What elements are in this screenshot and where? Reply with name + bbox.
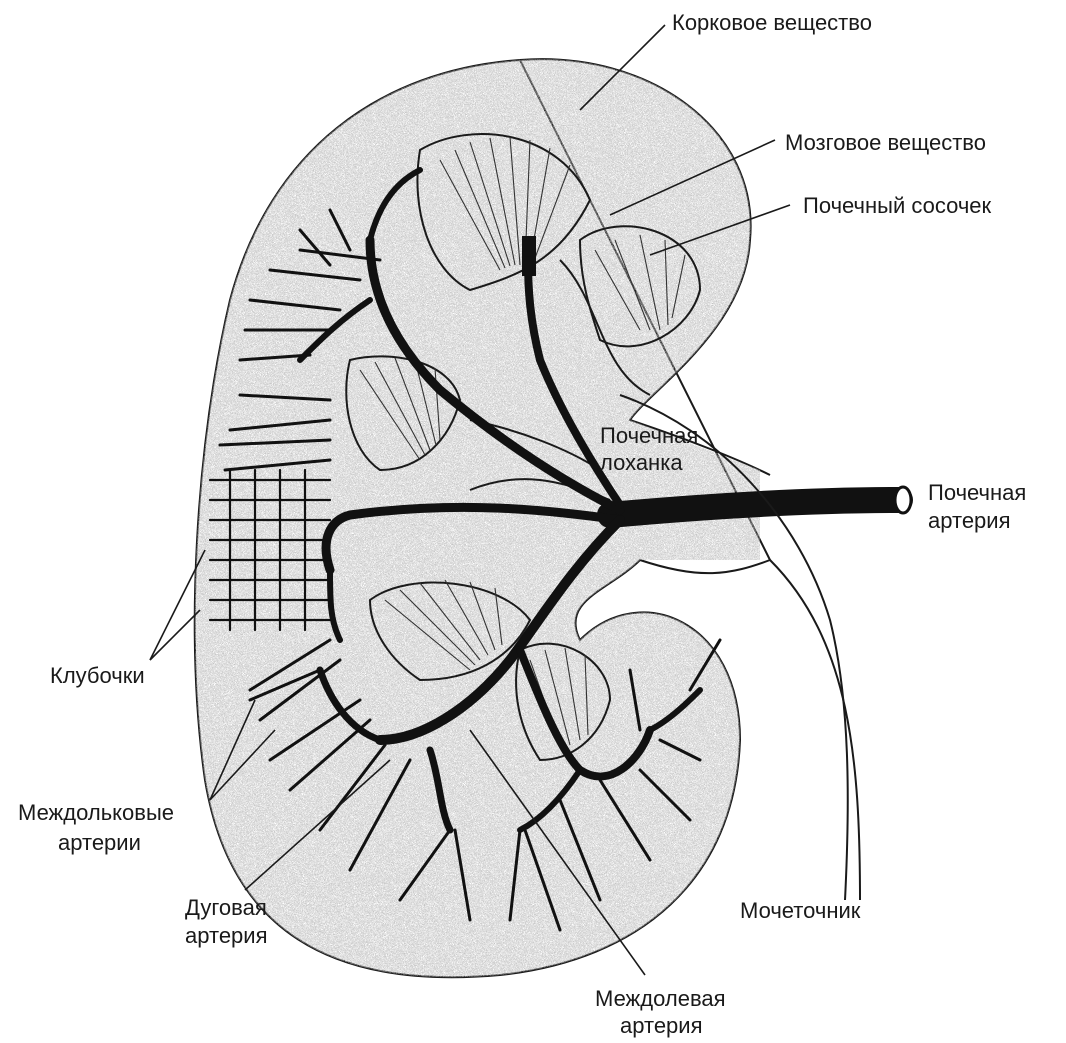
label-interlobular-line2: артерии (58, 830, 141, 855)
label-medulla: Мозговое вещество (785, 130, 986, 155)
label-renal-artery-line1: Почечная (928, 480, 1026, 505)
label-cortex: Корковое вещество (672, 10, 872, 35)
renal-artery-trunk (610, 500, 900, 515)
label-arcuate-line1: Дуговая (185, 895, 267, 920)
label-glomeruli: Клубочки (50, 663, 145, 688)
label-interlobular-line1: Междольковые (18, 800, 174, 825)
label-interlobar-line1: Междолевая (595, 986, 726, 1011)
label-papilla: Почечный сосочек (803, 193, 992, 218)
label-arcuate-line2: артерия (185, 923, 268, 948)
label-interlobar-line2: артерия (620, 1013, 703, 1038)
labels: Корковое вещество Мозговое вещество Поче… (18, 10, 1026, 1038)
label-pelvis-line1: Почечная (600, 423, 698, 448)
kidney (0, 0, 911, 1043)
renal-artery-opening (895, 487, 911, 513)
label-renal-artery-line2: артерия (928, 508, 1011, 533)
label-ureter: Мочеточник (740, 898, 861, 923)
label-pelvis-line2: лоханка (600, 450, 683, 475)
